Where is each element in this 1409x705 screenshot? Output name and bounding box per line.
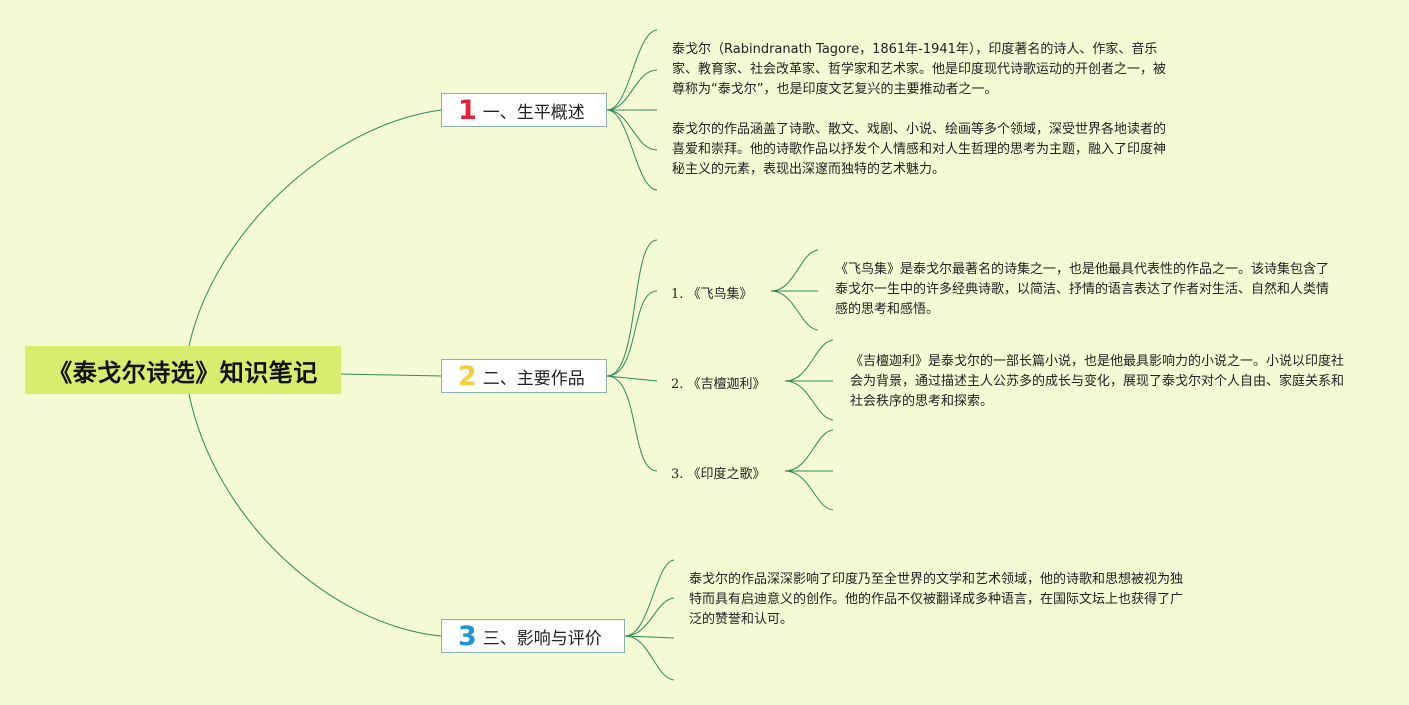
connector-branch-2-to-work-2 — [606, 375, 658, 382]
connector-root-to-branch-1 — [188, 109, 442, 347]
connector-branch-3-fan-4 — [624, 635, 675, 681]
connector-branch-2-to-work-1b — [606, 290, 658, 377]
work-item-stray-birds[interactable]: 1. 《飞鸟集》 — [671, 287, 753, 302]
influence-note[interactable]: 泰戈尔的作品深深影响了印度乃至全世界的文学和艺术领域，他的诗歌和思想被视为独特而… — [689, 572, 1184, 627]
branch-label: 二、主要作品 — [482, 368, 585, 389]
work-item-song-of-india[interactable]: 3. 《印度之歌》 — [671, 467, 766, 482]
branch-biography[interactable]: 1 一、生平概述 — [441, 93, 607, 127]
connector-root-to-branch-2 — [340, 373, 442, 377]
branch-number-3-icon: 3 — [458, 620, 477, 652]
connector-work-1-fan-1 — [770, 249, 819, 292]
gitanjali-note[interactable]: 《吉檀迦利》是泰戈尔的一部长篇小说，也是他最具影响力的小说之一。小说以印度社会为… — [850, 354, 1345, 409]
connector-branch-3-fan-1 — [624, 559, 675, 637]
biography-note-1[interactable]: 泰戈尔（Rabindranath Tagore，1861年-1941年），印度著… — [672, 42, 1167, 97]
connector-work-2-fan-1 — [784, 339, 834, 382]
connector-branch-2-to-work-1 — [606, 239, 658, 377]
connector-branch-1-fan-5 — [606, 109, 658, 191]
branch-label: 三、影响与评价 — [482, 628, 602, 649]
connector-branch-3-fan-3 — [624, 635, 675, 639]
connector-work-1-fan-3 — [770, 290, 819, 331]
connector-branch-1-fan-1 — [606, 29, 658, 111]
connector-work-2-fan-3 — [784, 380, 834, 421]
connector-branch-1-fan-2 — [606, 69, 658, 111]
connector-work-3-fan-3 — [784, 470, 834, 511]
connector-root-to-branch-3 — [188, 393, 442, 637]
branch-influence[interactable]: 3 三、影响与评价 — [441, 619, 625, 653]
branch-label: 一、生平概述 — [482, 102, 585, 123]
connector-branch-1-fan-4 — [606, 109, 658, 151]
root-title: 《泰戈尔诗选》知识笔记 — [48, 358, 318, 387]
biography-note-2[interactable]: 泰戈尔的作品涵盖了诗歌、散文、戏剧、小说、绘画等多个领域，深受世界各地读者的喜爱… — [672, 122, 1167, 177]
connector-branch-2-to-work-3 — [606, 375, 658, 472]
connector-branch-3-fan-2 — [624, 597, 675, 637]
work-item-gitanjali[interactable]: 2. 《吉檀迦利》 — [671, 377, 766, 392]
branch-number-1-icon: 1 — [458, 94, 477, 126]
connector-work-3-fan-1 — [784, 429, 834, 472]
branch-number-2-icon: 2 — [458, 360, 477, 392]
stray-birds-note[interactable]: 《飞鸟集》是泰戈尔最著名的诗集之一，也是他最具代表性的作品之一。该诗集包含了泰戈… — [835, 262, 1330, 317]
branch-major-works[interactable]: 2 二、主要作品 — [441, 359, 607, 393]
root-topic[interactable]: 《泰戈尔诗选》知识笔记 — [25, 346, 341, 394]
